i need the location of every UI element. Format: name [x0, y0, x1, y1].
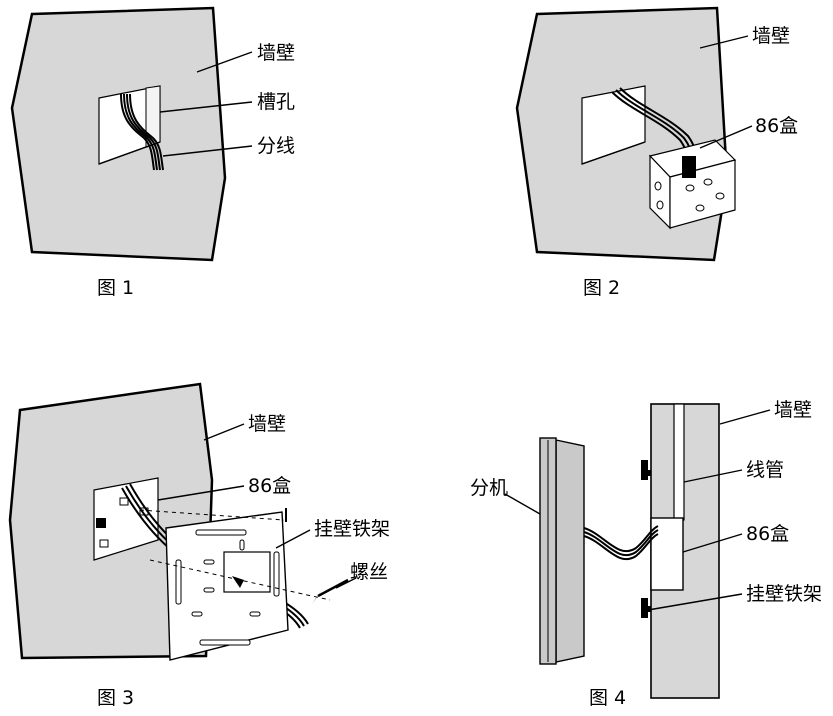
figure-2: 墙壁 86盒 图 2	[515, 6, 798, 299]
fig4-bracket	[641, 460, 651, 618]
fig3-label-wall: 墙壁	[248, 413, 286, 435]
fig4-label-extension: 分机	[470, 477, 508, 499]
fig4-cable	[583, 525, 659, 561]
fig4-caption: 图 4	[589, 687, 626, 709]
fig2-86-box	[648, 139, 737, 230]
fig3-86-box	[93, 477, 159, 561]
fig4-label-bracket: 挂壁铁架	[746, 583, 822, 605]
fig1-slot	[98, 85, 161, 165]
fig1-label-slot: 槽孔	[257, 91, 295, 113]
fig3-caption: 图 3	[97, 687, 134, 709]
fig4-label-wall: 墙壁	[774, 399, 812, 421]
fig2-label-wall: 墙壁	[752, 25, 790, 47]
fig4-label-conduit: 线管	[746, 459, 784, 481]
fig1-split-wires	[120, 93, 164, 171]
fig1-caption: 图 1	[97, 277, 134, 299]
fig1-label-split-wire: 分线	[257, 135, 295, 157]
fig2-label-box: 86盒	[755, 115, 798, 137]
fig1-label-wall: 墙壁	[257, 42, 295, 64]
fig3-label-screw: 螺丝	[350, 561, 388, 583]
fig4-extension-unit	[539, 437, 585, 665]
figure-3: 墙壁 86盒 挂壁铁架 螺丝 图 3	[8, 382, 390, 709]
fig3-screw	[312, 578, 349, 604]
fig4-86-box	[650, 517, 684, 591]
fig2-caption: 图 2	[583, 277, 620, 299]
fig4-conduit	[673, 403, 685, 521]
figure-1: 墙壁 槽孔 分线 图 1	[10, 6, 295, 299]
fig3-wall-bracket	[165, 511, 289, 661]
fig3-label-box: 86盒	[248, 475, 291, 497]
fig4-label-box: 86盒	[746, 523, 789, 545]
figure-4: 墙壁 线管 86盒 挂壁铁架 分机 图 4	[470, 399, 822, 709]
fig3-label-bracket: 挂壁铁架	[314, 518, 390, 540]
